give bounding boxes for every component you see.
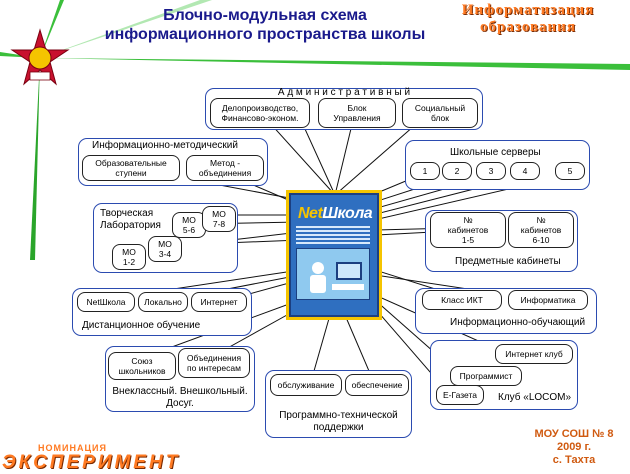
admin-management-button[interactable]: Блок Управления [318,98,396,128]
group-methodical-title: Информационно-методический [92,140,238,151]
server-4-button[interactable]: 4 [510,162,540,180]
server-3-button[interactable]: 3 [476,162,506,180]
brand-line-1: Информатизация [461,2,595,18]
method-stages-button[interactable]: Образовательные ступени [82,155,180,181]
lab-mo-1-2-button[interactable]: МО 1-2 [112,244,146,270]
group-extra-title: Внеклассный. Внешкольный. Досуг. [112,386,248,409]
green-ray-right [40,58,630,70]
server-2-button[interactable]: 2 [442,162,472,180]
nomination-label: НОМИНАЦИЯ [38,443,107,453]
tech-provision-button[interactable]: обеспечение [345,374,409,396]
club-egazeta-button[interactable]: Е-Газета [436,385,484,405]
club-programmer-button[interactable]: Программист [450,366,522,386]
method-associations-button[interactable]: Метод - объединения [186,155,264,181]
brand-banner: Информатизация образования [430,2,626,36]
admin-social-button[interactable]: Социальный блок [402,98,478,128]
group-distance-title: Дистанционное обучение [82,320,201,331]
lab-mo-3-4-button[interactable]: МО 3-4 [148,236,182,262]
group-servers-title: Школьные серверы [450,147,541,158]
group-ict-title: Информационно-обучающий [450,317,586,328]
group-club-title: Клуб «LOCOM» [498,392,572,403]
club-internet-button[interactable]: Интернет клуб [495,344,573,364]
subject-rooms-1-5-button[interactable]: № кабинетов 1-5 [430,212,506,248]
tech-service-button[interactable]: обслуживание [270,374,342,396]
title-line-2: информационного пространства школы [104,26,426,43]
server-5-button[interactable]: 5 [555,162,585,180]
ict-class-button[interactable]: Класс ИКТ [422,290,502,310]
book-people-icon [310,262,364,293]
page-title: Блочно-модульная схема информационного п… [80,6,450,44]
extra-clubs-button[interactable]: Объединения по интересам [178,348,250,378]
book-title-school: Школа [322,205,373,222]
extra-union-button[interactable]: Союз школьников [108,352,176,380]
school-name: МОУ СОШ № 8 [534,428,614,440]
green-ray-diag [40,0,212,58]
school-year: 2009 г. [556,441,592,453]
book-text-lines [296,226,370,244]
lab-mo-7-8-button[interactable]: МО 7-8 [202,206,236,232]
experiment-label: ЭКСПЕРИМЕНТ [2,452,181,473]
green-ray-top [40,0,64,58]
netschool-book-title: NetШкола [298,205,373,223]
group-lab-title: Творческая Лаборатория [100,208,161,231]
brand-line-2: образования [480,19,576,35]
distance-internet-button[interactable]: Интернет [191,292,247,312]
admin-paperwork-button[interactable]: Делопроизводство, Финансово-эконом. [210,98,310,128]
title-line-1: Блочно-модульная схема [163,7,367,24]
green-ray-down [30,58,40,260]
school-info: МОУ СОШ № 8 2009 г. с. Тахта [520,428,628,467]
lab-mo-5-6-button[interactable]: МО 5-6 [172,212,206,238]
group-tech-title: Программно-технической поддержки [279,410,398,433]
school-village: с. Тахта [552,454,596,466]
group-subject-title: Предметные кабинеты [455,256,561,267]
book-title-net: Net [298,205,323,222]
distance-local-button[interactable]: Локально [138,292,188,312]
server-1-button[interactable]: 1 [410,162,440,180]
group-administrative-title: А д м и н и с т р а т и в н ы й [277,87,411,98]
distance-netschool-button[interactable]: NetШкола [77,292,135,312]
school-emblem-icon [10,28,70,86]
ict-informatics-button[interactable]: Информатика [508,290,588,310]
subject-rooms-6-10-button[interactable]: № кабинетов 6-10 [508,212,574,248]
